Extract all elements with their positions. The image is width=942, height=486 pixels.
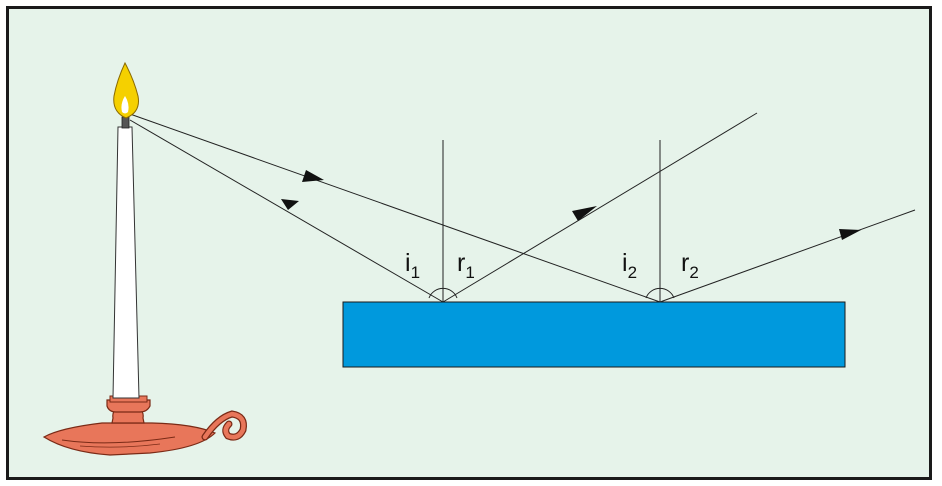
arrowhead-icon <box>281 199 299 210</box>
angle-arc-2 <box>645 287 675 299</box>
arrowhead-icon <box>302 170 324 182</box>
label-i2: i2 <box>622 249 637 282</box>
candle-icon <box>112 126 140 399</box>
mirror-block <box>342 301 846 368</box>
label-i1: i1 <box>405 249 420 282</box>
label-r1: r1 <box>457 249 475 282</box>
incident-ray-2 <box>129 113 661 303</box>
arrowhead-icon <box>839 229 861 240</box>
label-r2: r2 <box>681 249 699 282</box>
flame-icon <box>113 61 139 119</box>
diagram-frame <box>6 6 932 480</box>
arrowhead-icon <box>572 206 597 221</box>
angle-arc-1 <box>428 287 458 299</box>
reflected-ray-2 <box>659 209 916 303</box>
reflected-ray-1 <box>442 112 758 303</box>
incident-ray-1 <box>129 119 444 303</box>
wick <box>121 116 130 129</box>
candle-holder-icon <box>42 395 247 456</box>
